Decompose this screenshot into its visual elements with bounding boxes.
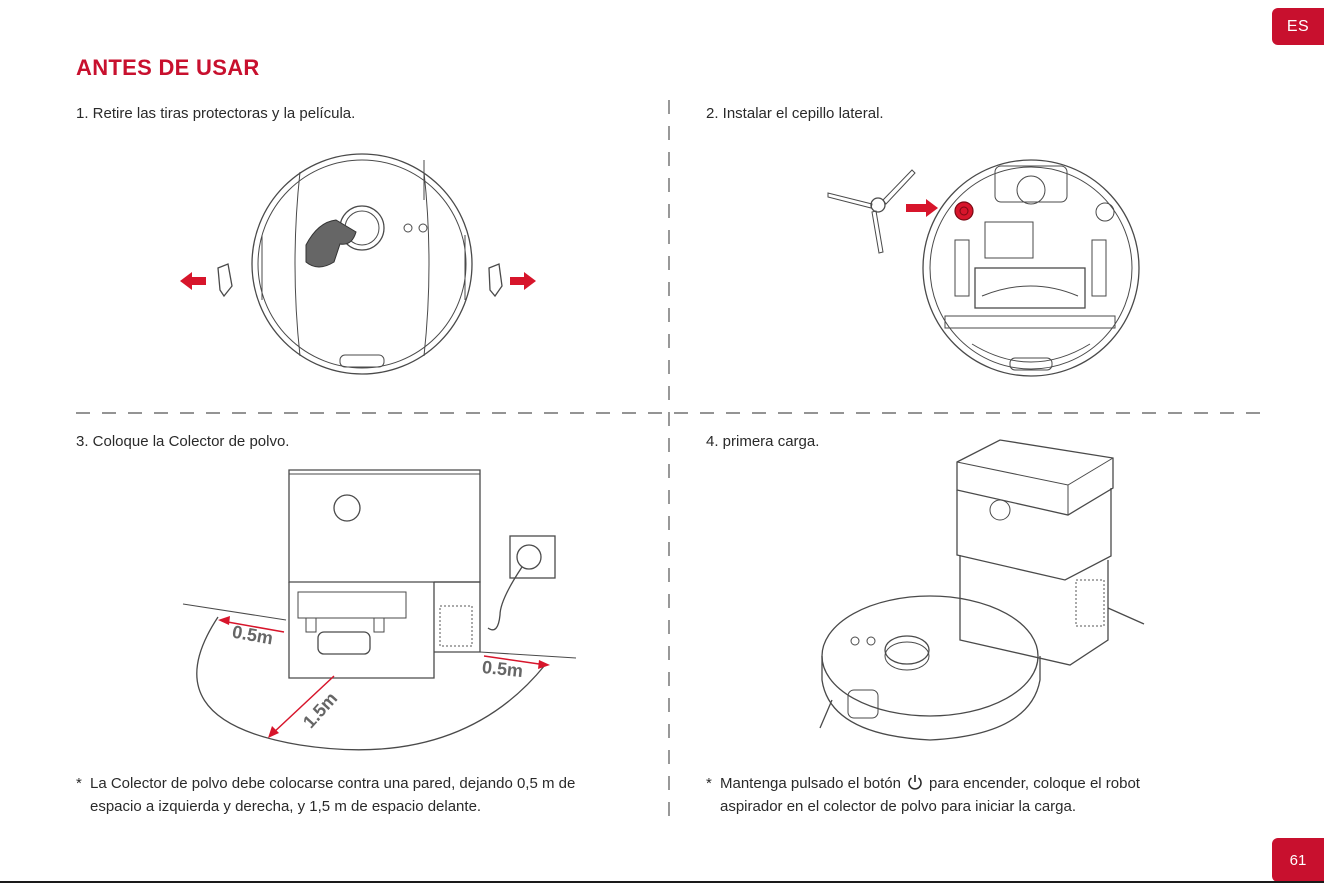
brush-arrow-icon [906,199,938,217]
dust-collector-placement-illustration [182,469,577,751]
note-dust-collector: * La Colector de polvo debe colocarse co… [76,772,656,820]
arrow-left-icon [180,272,206,290]
note-bullet: * [706,775,712,792]
step-4-label: 4. primera carga. [706,433,820,450]
power-icon [908,775,922,790]
robot-top-illustration [180,153,536,375]
note-line-1: La Colector de polvo debe colocarse cont… [90,775,576,792]
robot-charging-illustration [819,439,1145,741]
note-line-2: espacio a izquierda y derecha, y 1,5 m d… [90,798,482,815]
robot-bottom-illustration [827,159,1140,377]
page-number: 61 [1289,851,1307,869]
step-2-label: 2. Instalar el cepillo lateral. [706,105,884,122]
dimension-right-label: 0.5m [481,656,525,682]
arrow-right-icon [510,272,536,290]
language-label: ES [1286,17,1310,35]
note-bullet: * [76,775,82,792]
step-3-label: 3. Coloque la Colector de polvo. [76,433,290,450]
note-line-2: aspirador en el colector de polvo para i… [720,798,1077,815]
page-number-tab: 61 [1272,838,1324,882]
page-title: ANTES DE USAR [76,55,260,80]
bottom-rule [0,881,1324,883]
step-1-label: 1. Retire las tiras protectoras y la pel… [76,105,356,122]
language-tab: ES [1272,8,1324,45]
